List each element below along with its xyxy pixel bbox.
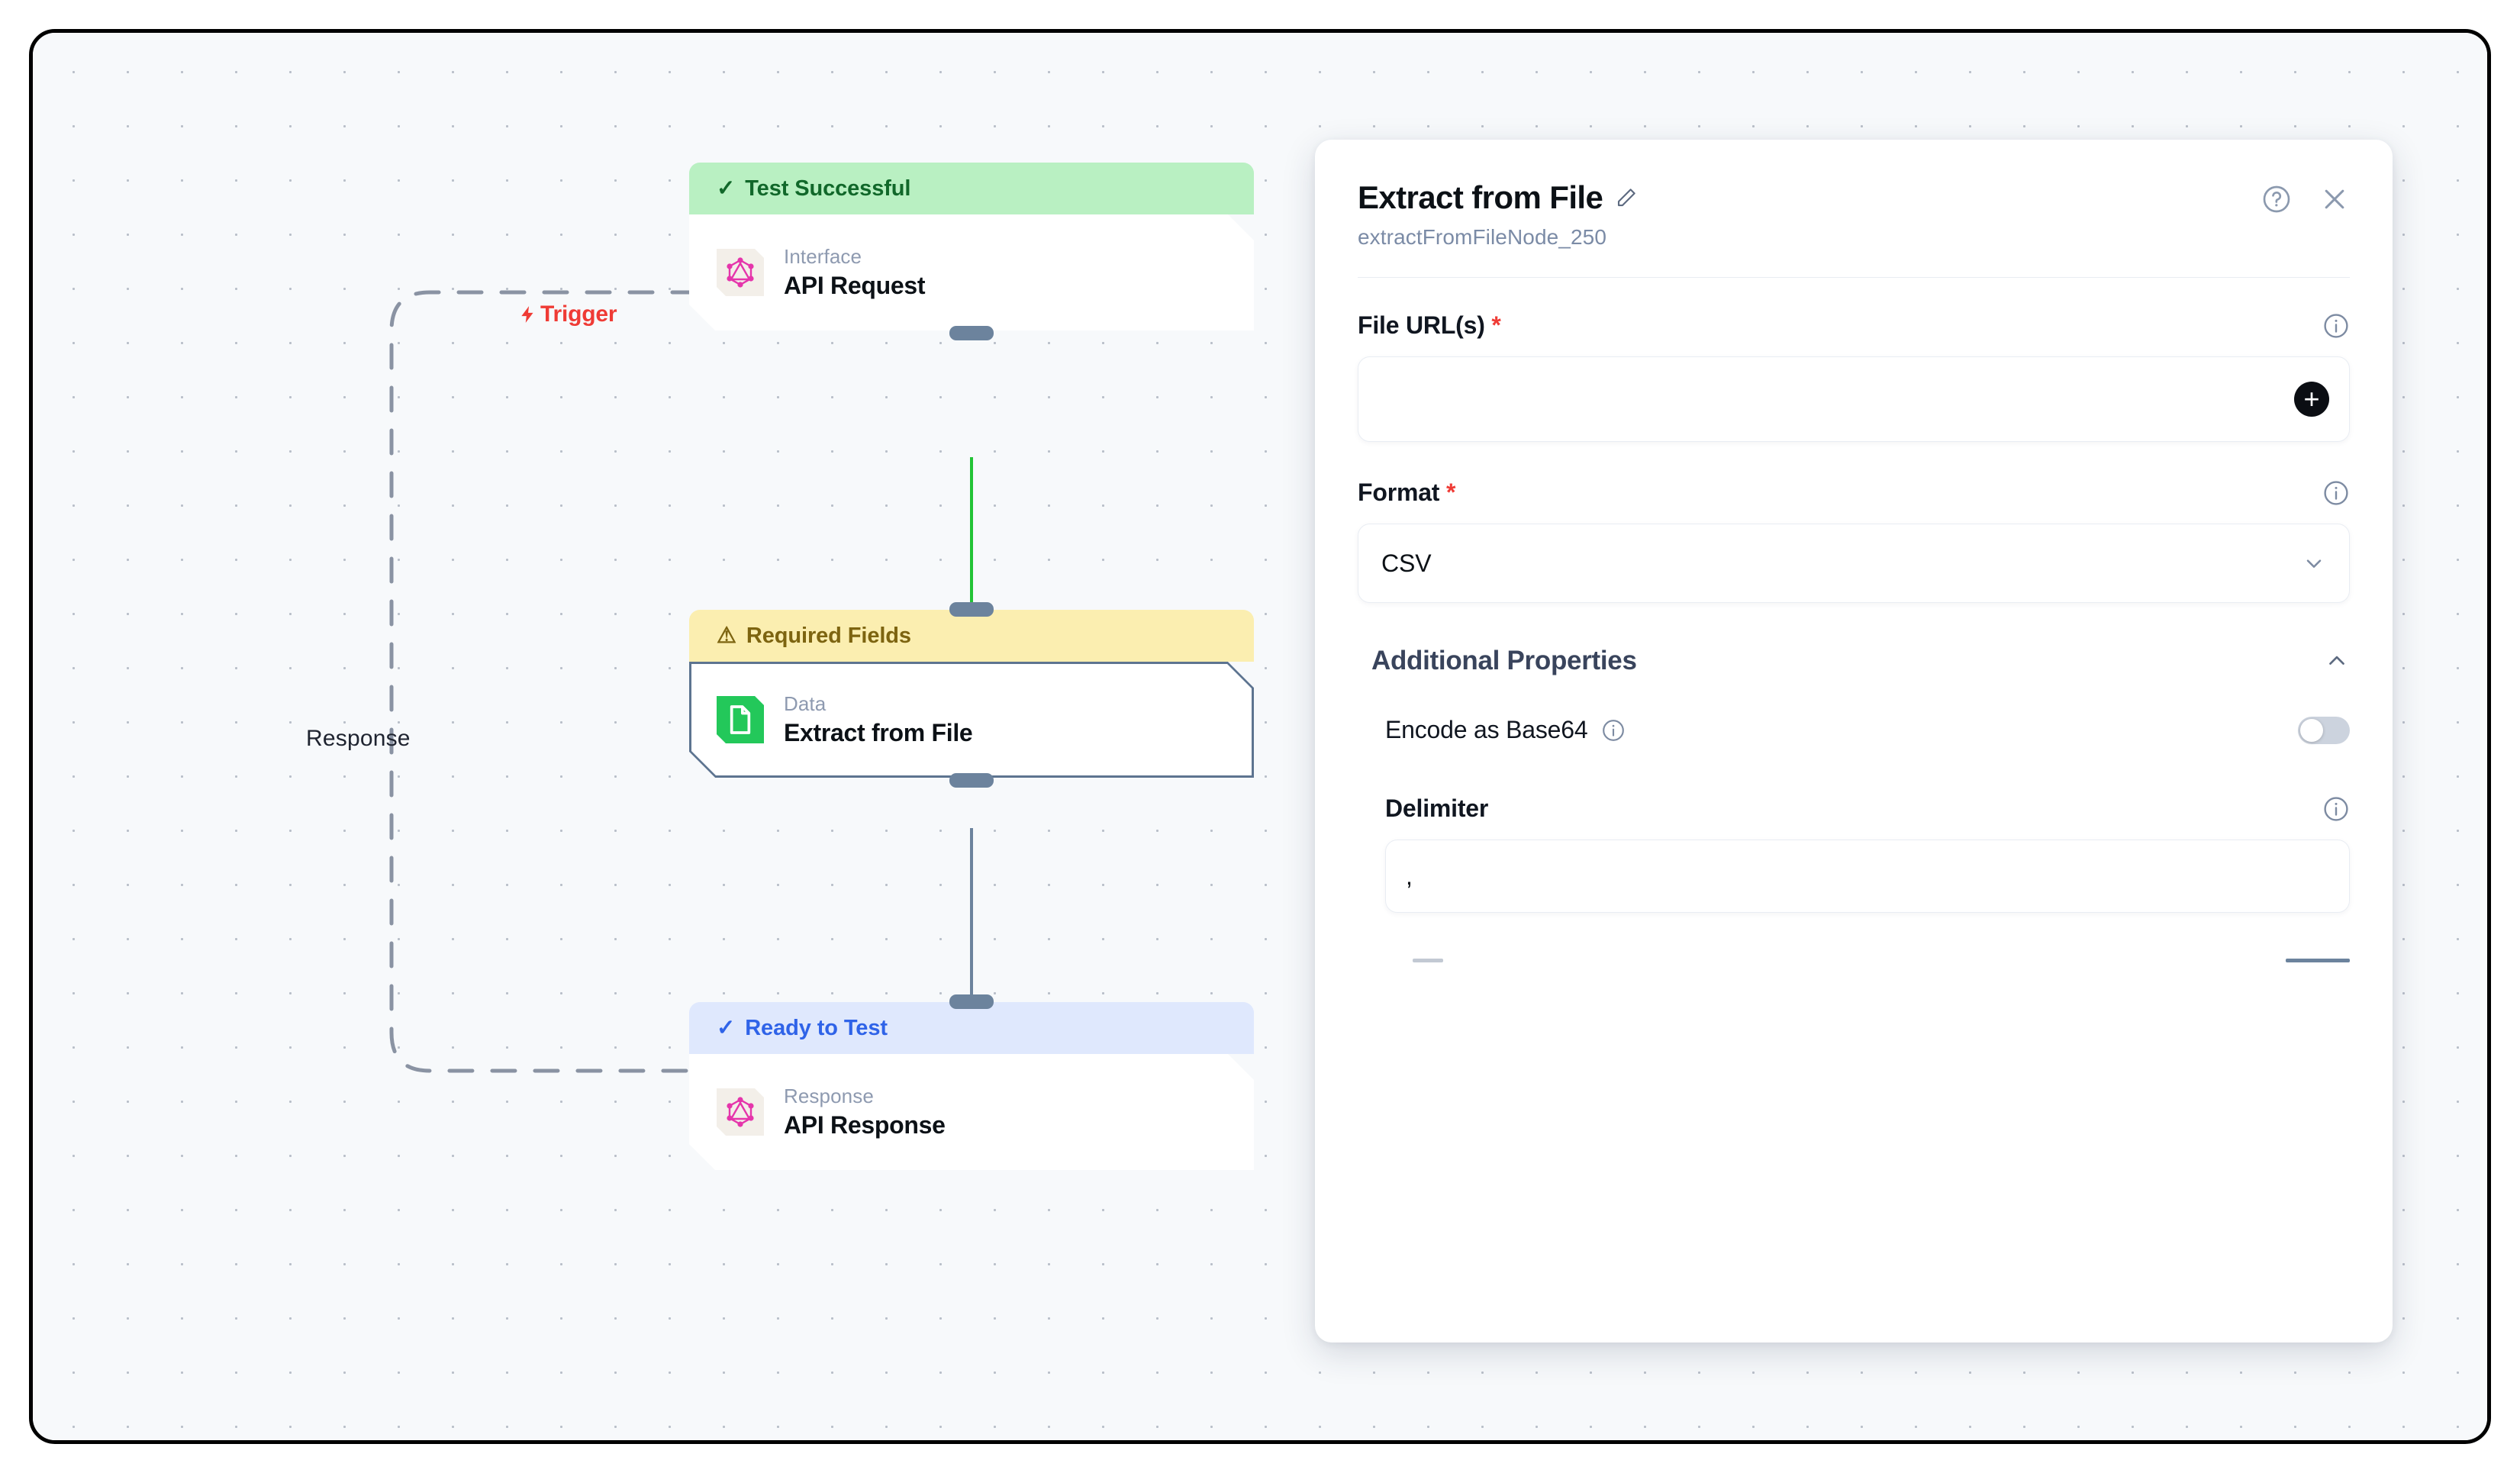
delimiter-label: Delimiter bbox=[1385, 795, 1489, 822]
node-status-badge: ✓ Test Successful bbox=[689, 163, 1254, 214]
panel-header: Extract from File extractFromFileNode_25… bbox=[1315, 140, 2393, 250]
format-label: Format * bbox=[1358, 479, 1456, 506]
panel-header-actions bbox=[2261, 184, 2350, 214]
edge-extract-to-api-response bbox=[970, 828, 973, 1002]
additional-properties-toggle[interactable]: Additional Properties bbox=[1358, 646, 2350, 676]
node-id-label: extractFromFileNode_250 bbox=[1358, 225, 1606, 249]
page-title: Extract from File bbox=[1358, 179, 1603, 215]
node-status-label: Required Fields bbox=[746, 623, 911, 648]
required-marker: * bbox=[1491, 311, 1501, 339]
app-window: Trigger Response ✓ Test Successful bbox=[29, 29, 2491, 1444]
info-circle-icon[interactable] bbox=[2322, 479, 2350, 507]
panel-content: File URL(s) * + For bbox=[1315, 278, 2393, 962]
node-title-label: API Response bbox=[784, 1111, 946, 1139]
format-label-row: Format * bbox=[1358, 479, 2350, 507]
file-urls-input[interactable]: + bbox=[1358, 356, 2350, 442]
node-kind-label: Data bbox=[784, 692, 827, 715]
help-circle-icon[interactable] bbox=[2261, 184, 2292, 214]
encode-base64-row: Encode as Base64 bbox=[1385, 716, 2350, 744]
node-properties-panel: Extract from File extractFromFileNode_25… bbox=[1315, 140, 2393, 1342]
additional-properties-body: Encode as Base64 bbox=[1358, 716, 2350, 962]
delimiter-value: , bbox=[1406, 862, 1413, 890]
node-title-label: Extract from File bbox=[784, 719, 973, 746]
node-title-label: API Request bbox=[784, 272, 926, 299]
graphql-icon bbox=[717, 249, 764, 296]
graphql-icon bbox=[717, 1088, 764, 1136]
file-document-icon bbox=[717, 696, 764, 743]
panel-divider bbox=[1358, 277, 2350, 278]
delimiter-label-row: Delimiter bbox=[1385, 795, 2350, 823]
edge-api-request-to-extract bbox=[970, 457, 973, 610]
trigger-edge-label-text: Trigger bbox=[540, 301, 617, 327]
node-status-label: Ready to Test bbox=[745, 1015, 888, 1040]
add-file-url-button[interactable]: + bbox=[2294, 382, 2329, 417]
trigger-edge-label: Trigger bbox=[518, 301, 617, 327]
node-status-badge: ⚠ Required Fields bbox=[689, 610, 1254, 662]
node-output-handle[interactable] bbox=[949, 326, 994, 340]
pencil-icon[interactable] bbox=[1615, 186, 1638, 209]
check-icon: ✓ bbox=[717, 176, 736, 201]
panel-title-row: Extract from File bbox=[1358, 179, 2350, 216]
lightning-bolt-icon bbox=[518, 302, 538, 327]
close-icon[interactable] bbox=[2319, 184, 2350, 214]
encode-base64-label-group: Encode as Base64 bbox=[1385, 716, 1626, 744]
node-output-handle[interactable] bbox=[949, 773, 994, 788]
chevron-down-icon bbox=[2302, 551, 2326, 575]
format-selected-value: CSV bbox=[1381, 549, 1432, 577]
node-status-label: Test Successful bbox=[745, 176, 911, 201]
workflow-node-api-response[interactable]: ✓ Ready to Test bbox=[689, 994, 1254, 1170]
workflow-node-extract-from-file[interactable]: ⚠ Required Fields Data Extract from File bbox=[689, 602, 1254, 788]
node-input-handle[interactable] bbox=[949, 602, 994, 617]
info-circle-icon[interactable] bbox=[2322, 795, 2350, 823]
format-select[interactable]: CSV bbox=[1358, 524, 2350, 603]
node-status-badge: ✓ Ready to Test bbox=[689, 1002, 1254, 1054]
encode-base64-label: Encode as Base64 bbox=[1385, 716, 1588, 743]
warning-triangle-icon: ⚠ bbox=[717, 623, 736, 648]
file-urls-label: File URL(s) * bbox=[1358, 311, 1501, 339]
response-edge-label: Response bbox=[306, 726, 411, 751]
toggle-knob bbox=[2300, 718, 2323, 742]
node-kind-label: Interface bbox=[784, 245, 862, 268]
plus-icon: + bbox=[2303, 383, 2320, 414]
partial-next-field-row bbox=[1385, 959, 2350, 962]
node-input-handle[interactable] bbox=[949, 994, 994, 1009]
info-circle-icon[interactable] bbox=[2322, 312, 2350, 340]
file-urls-label-row: File URL(s) * bbox=[1358, 311, 2350, 340]
chevron-up-icon bbox=[2324, 648, 2350, 674]
partial-field-control bbox=[2286, 959, 2350, 962]
delimiter-input[interactable]: , bbox=[1385, 840, 2350, 913]
workflow-node-api-request[interactable]: ✓ Test Successful bbox=[689, 163, 1254, 340]
node-body[interactable]: Data Extract from File bbox=[689, 662, 1254, 778]
info-circle-icon[interactable] bbox=[1601, 718, 1626, 743]
node-body[interactable]: Response API Response bbox=[689, 1054, 1254, 1170]
check-icon: ✓ bbox=[717, 1015, 736, 1040]
node-body[interactable]: Interface API Request bbox=[689, 214, 1254, 330]
required-marker: * bbox=[1445, 479, 1456, 506]
additional-properties-title: Additional Properties bbox=[1371, 646, 1637, 675]
partial-field-label bbox=[1413, 959, 1443, 962]
node-kind-label: Response bbox=[784, 1085, 874, 1107]
encode-base64-toggle[interactable] bbox=[2298, 716, 2350, 744]
